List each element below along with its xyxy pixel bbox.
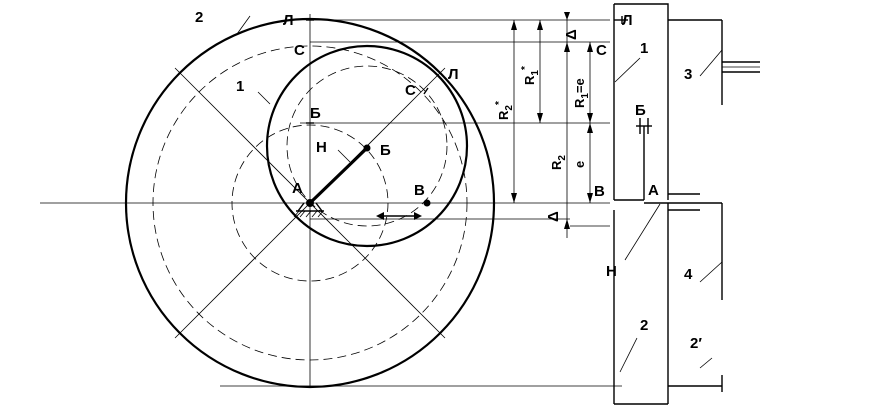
svg-text:R2: R2 [549, 155, 568, 170]
carrier-link [308, 146, 369, 205]
label-c-small: С [405, 82, 416, 99]
dim-label-r1-e: R1=e [572, 78, 591, 108]
label-l-right: Л [622, 12, 633, 29]
dim-label-r1-star: R1* [520, 66, 541, 85]
delta-bottom: Δ [545, 211, 562, 222]
label-h-right: Н [606, 263, 617, 280]
label-h-left: Н [316, 139, 327, 156]
delta-top: Δ [563, 29, 580, 40]
dim-label-e: e [572, 161, 587, 168]
label-1-right: 1 [640, 40, 648, 57]
label-b-left: Б [310, 105, 321, 122]
label-c-top: С [294, 42, 305, 59]
gear-1-body [614, 3, 669, 200]
label-a-right: А [648, 182, 659, 199]
label-2-top: 2 [195, 9, 203, 26]
svg-text:R2*: R2* [494, 101, 515, 120]
label-3: 3 [684, 66, 692, 83]
label-2-bottom: 2 [640, 317, 648, 334]
label-a-left: А [292, 180, 303, 197]
point-a [306, 199, 314, 207]
svg-text:Δ: Δ [563, 29, 580, 40]
pitch-circle-1 [286, 65, 448, 227]
svg-text:R1*: R1* [520, 66, 541, 85]
label-l-top: Л [283, 12, 294, 29]
label-b-center: Б [380, 142, 391, 159]
svg-text:Δ: Δ [545, 211, 562, 222]
gear-1-circle [265, 44, 469, 248]
point-v [423, 199, 431, 207]
label-2-prime: 2′ [690, 335, 702, 352]
label-b-right: Б [635, 102, 646, 119]
point-b [363, 144, 371, 152]
dim-label-r2: R2 [549, 155, 568, 170]
dim-label-r2-star: R2* [494, 101, 515, 120]
svg-text:e: e [572, 161, 587, 168]
label-1-left: 1 [236, 78, 244, 95]
label-c-right: С [596, 42, 607, 59]
label-v-right: В [594, 183, 605, 200]
label-l-small: Л [448, 66, 459, 83]
svg-text:R1=e: R1=e [572, 78, 591, 108]
label-4: 4 [684, 266, 693, 283]
label-v-left: В [414, 182, 425, 199]
